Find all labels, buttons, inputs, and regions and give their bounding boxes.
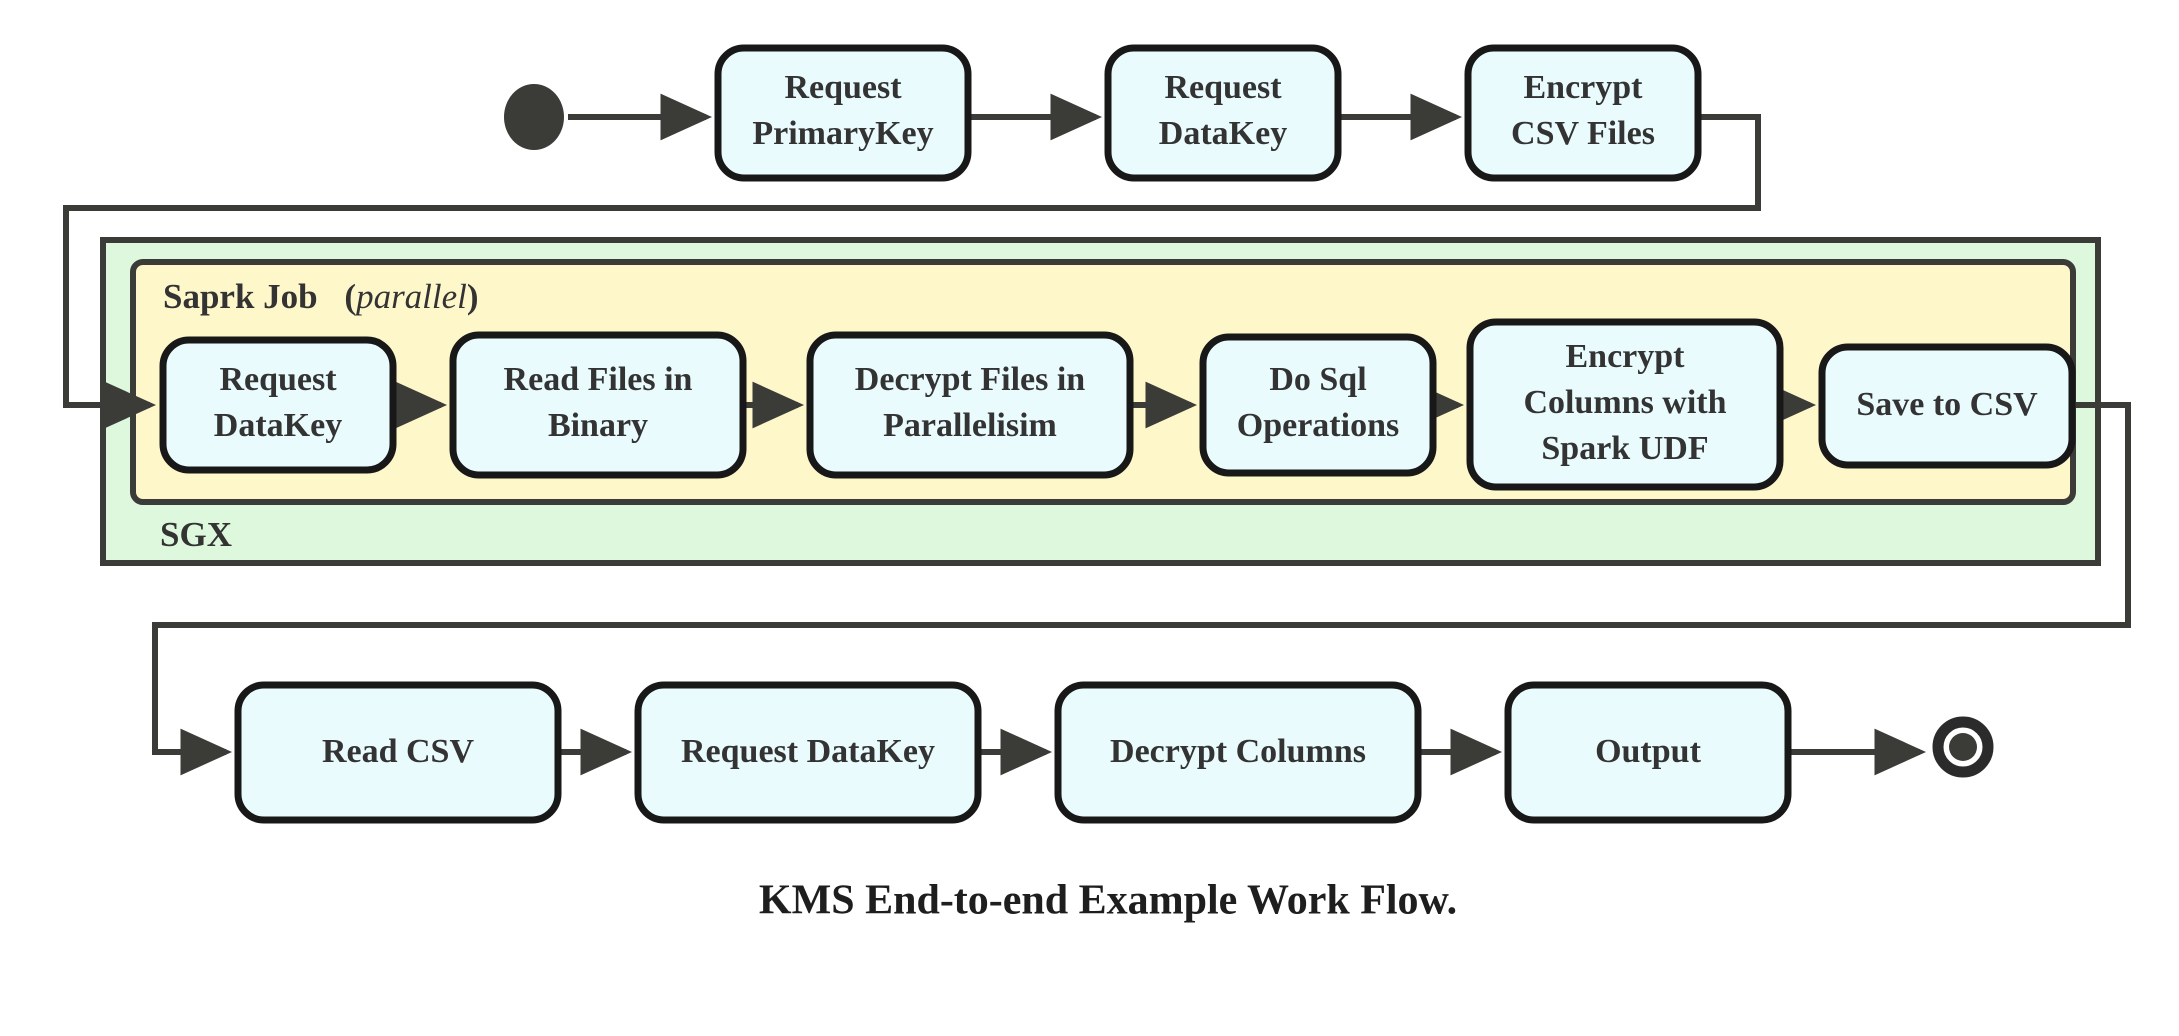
node-request-datakey-spark-label-line-2: DataKey [214, 407, 342, 444]
node-output-rect[interactable] [1504, 681, 1792, 824]
node-request-datakey-bottom-rect[interactable] [634, 681, 982, 824]
node-read-files-in-binary-label-line-1: Read Files in [504, 361, 693, 398]
node-request-datakey-spark-rect[interactable] [159, 336, 397, 474]
node-request-datakey-top[interactable]: Request DataKey [1104, 44, 1342, 182]
node-decrypt-files-in-parallelisim[interactable]: Decrypt Files in Parallelisim [806, 331, 1134, 479]
node-request-datakey-top-label-line-2: DataKey [1159, 115, 1287, 152]
node-encrypt-columns-with-spark-udf-label-line-3: Spark UDF [1541, 430, 1708, 467]
node-read-files-in-binary-label-line-2: Binary [548, 407, 648, 444]
node-output-label: Output [1595, 733, 1701, 770]
node-request-datakey-bottom-label: Request DataKey [681, 733, 935, 770]
node-encrypt-csv-files-label-line-1: Encrypt [1524, 69, 1644, 106]
spark-job-container-label: Saprk Job (parallel) [163, 277, 479, 316]
node-read-csv-label: Read CSV [322, 733, 475, 770]
node-request-primarykey-rect[interactable] [714, 44, 972, 182]
node-request-datakey-bottom[interactable]: Request DataKey [634, 681, 982, 824]
node-encrypt-columns-with-spark-udf-rect[interactable] [1466, 318, 1784, 491]
node-do-sql-operations-rect[interactable] [1199, 333, 1437, 477]
node-decrypt-files-in-parallelisim-rect[interactable] [806, 331, 1134, 479]
edge-encrypt-csv-files-to-spark-request-datakey [63, 114, 1761, 429]
spark-job-qualifier: parallel [353, 277, 467, 316]
edge-save-to-csv-to-read-csv [152, 402, 2131, 776]
node-decrypt-files-in-parallelisim-label-line-2: Parallelisim [883, 407, 1057, 444]
node-encrypt-columns-with-spark-udf-label-line-2: Columns with [1523, 384, 1726, 421]
node-read-files-in-binary[interactable]: Read Files in Binary [449, 331, 747, 479]
node-read-files-in-binary-rect[interactable] [449, 331, 747, 479]
start-state-icon [504, 84, 564, 150]
node-encrypt-csv-files[interactable]: Encrypt CSV Files [1464, 44, 1702, 182]
node-encrypt-csv-files-label-line-2: CSV Files [1511, 115, 1655, 152]
spark-job-paren-open: ( [344, 277, 356, 316]
node-encrypt-csv-files-rect[interactable] [1464, 44, 1702, 182]
sgx-container-label: SGX [160, 515, 232, 554]
node-request-datakey-top-rect[interactable] [1104, 44, 1342, 182]
node-save-to-csv-rect[interactable] [1818, 343, 2076, 469]
node-request-primarykey[interactable]: Request PrimaryKey [714, 44, 972, 182]
node-read-csv[interactable]: Read CSV [234, 681, 562, 824]
node-decrypt-files-in-parallelisim-label-line-1: Decrypt Files in [855, 361, 1085, 398]
node-do-sql-operations-label-line-2: Operations [1237, 407, 1399, 444]
node-encrypt-columns-with-spark-udf-label-line-1: Encrypt [1566, 338, 1686, 375]
node-decrypt-columns[interactable]: Decrypt Columns [1054, 681, 1422, 824]
node-output[interactable]: Output [1504, 681, 1792, 824]
node-request-datakey-spark[interactable]: Request DataKey [159, 336, 397, 474]
node-decrypt-columns-label: Decrypt Columns [1110, 733, 1366, 770]
spark-job-title: Saprk Job [163, 277, 318, 316]
node-do-sql-operations-label-line-1: Do Sql [1269, 361, 1366, 398]
node-do-sql-operations[interactable]: Do Sql Operations [1199, 333, 1437, 477]
node-read-csv-rect[interactable] [234, 681, 562, 824]
diagram-caption: KMS End-to-end Example Work Flow. [759, 878, 1457, 924]
node-request-primarykey-label-line-1: Request [784, 69, 902, 106]
node-decrypt-columns-rect[interactable] [1054, 681, 1422, 824]
node-request-datakey-spark-label-line-1: Request [219, 361, 337, 398]
node-encrypt-columns-with-spark-udf[interactable]: Encrypt Columns with Spark UDF [1466, 318, 1784, 491]
node-request-primarykey-label-line-2: PrimaryKey [752, 115, 933, 152]
node-save-to-csv[interactable]: Save to CSV [1818, 343, 2076, 469]
spark-job-paren-close: ) [467, 277, 479, 316]
node-save-to-csv-label: Save to CSV [1856, 386, 2038, 423]
node-request-datakey-top-label-line-1: Request [1164, 69, 1282, 106]
final-state-icon [1932, 716, 1994, 778]
